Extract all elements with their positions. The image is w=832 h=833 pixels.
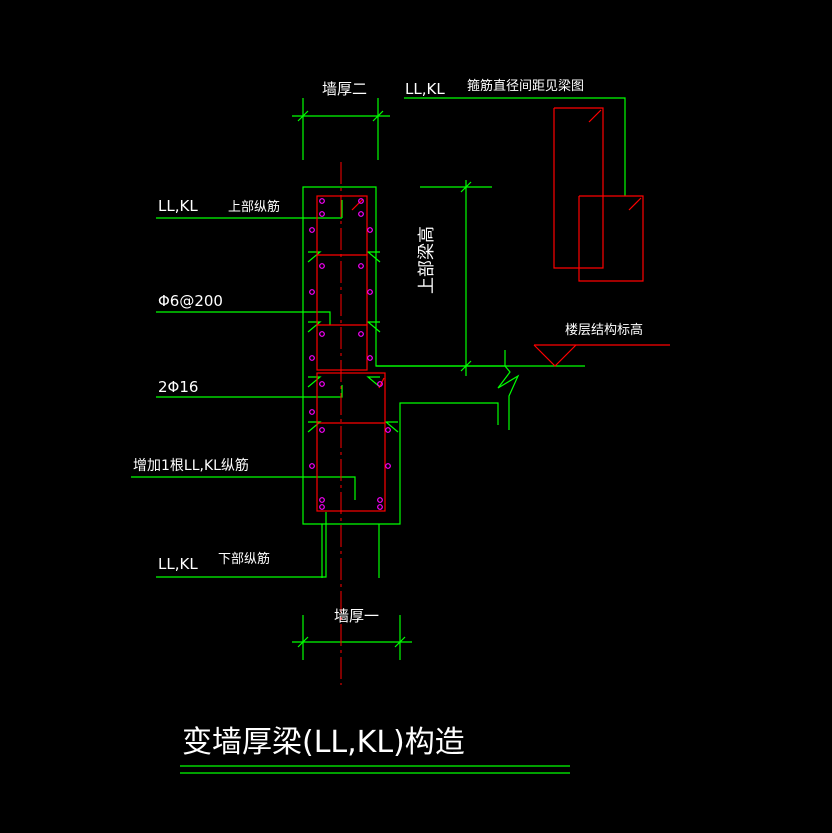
rebar-point — [367, 227, 373, 233]
rebar-point — [309, 289, 315, 295]
rebar-point — [319, 504, 325, 510]
rebar-point — [319, 497, 325, 503]
label-stirrup-note: 箍筋直径间距见梁图 — [467, 78, 584, 94]
label-upper-beam-height: 上部梁高 — [417, 226, 437, 294]
label-floor-level: 楼层结构标高 — [565, 322, 643, 338]
rebar-point — [309, 355, 315, 361]
rebar-point — [377, 497, 383, 503]
rebar-point — [358, 211, 364, 217]
rebar-point — [319, 331, 325, 337]
page-title: 变墙厚梁(LL,KL)构造 — [182, 725, 465, 760]
label-top-rebar: 上部纵筋 — [228, 199, 280, 215]
rebar-point — [377, 381, 383, 387]
rebar-point — [309, 463, 315, 469]
rebar-points — [309, 198, 391, 510]
label-bars-spec: 2Φ16 — [158, 378, 198, 396]
rebar-point — [319, 198, 325, 204]
rebar-point — [367, 355, 373, 361]
rebar-point — [377, 504, 383, 510]
rebar-point — [319, 427, 325, 433]
rebar-point — [309, 409, 315, 415]
leader-lines — [131, 97, 626, 774]
label-beam-code-top: LL,KL — [405, 80, 445, 98]
label-stirrup-spec: Φ6@200 — [158, 292, 223, 310]
rebar-point — [319, 263, 325, 269]
label-bottom-rebar: 下部纵筋 — [218, 551, 270, 567]
label-wall-thickness-two: 墙厚二 — [322, 80, 367, 98]
label-bottom-rebar-code: LL,KL — [158, 555, 198, 573]
rebar-point — [309, 227, 315, 233]
rebar-point — [319, 381, 325, 387]
label-wall-thickness-one: 墙厚一 — [334, 607, 379, 625]
rebar-point — [358, 331, 364, 337]
labels: 墙厚二 LL,KL 箍筋直径间距见梁图 LL,KL 上部纵筋 Φ6@200 2Φ… — [133, 78, 643, 760]
label-top-rebar-code: LL,KL — [158, 197, 198, 215]
rebar-point — [358, 263, 364, 269]
rebar-cage — [316, 107, 670, 512]
rebar-point — [385, 427, 391, 433]
rebar-point — [367, 289, 373, 295]
rebar-point — [319, 211, 325, 217]
rebar-point — [385, 463, 391, 469]
rebar-point — [358, 198, 364, 204]
label-extra-rebar: 增加1根LL,KL纵筋 — [133, 457, 249, 474]
